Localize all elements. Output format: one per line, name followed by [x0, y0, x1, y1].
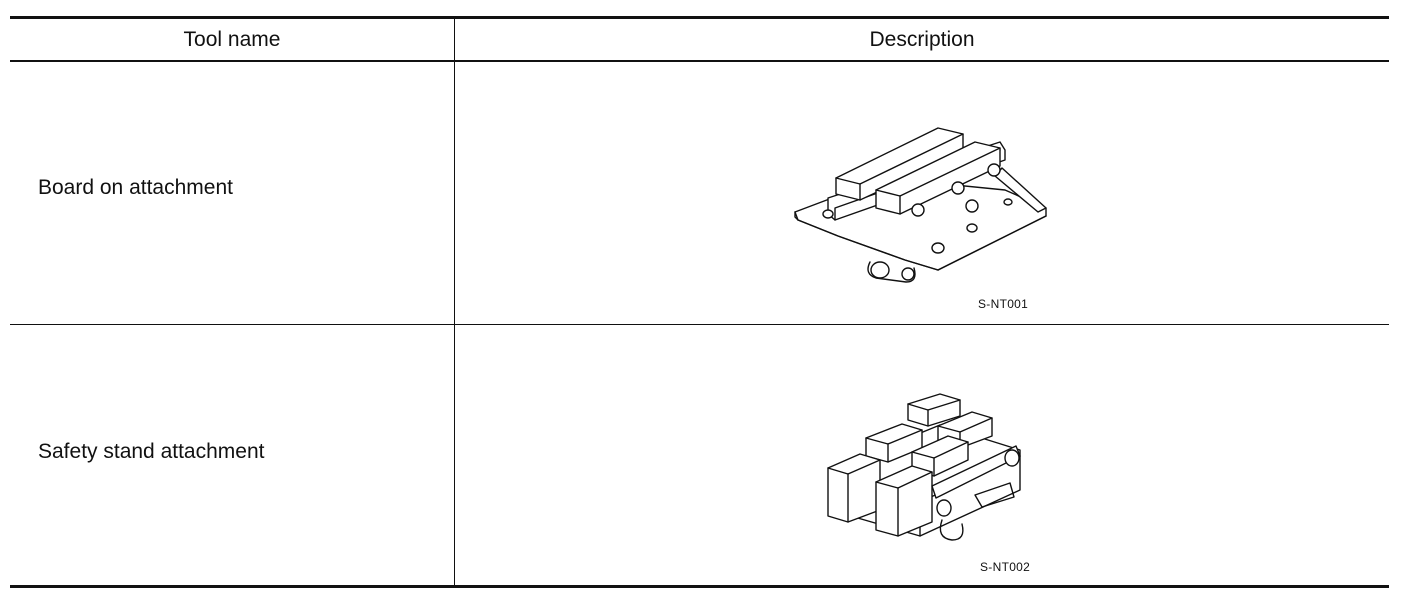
header-description: Description: [869, 27, 975, 51]
header-tool-name: Tool name: [183, 27, 281, 51]
table-bottom-rule: [10, 585, 1389, 588]
tool-name-safety-stand-attachment: Safety stand attachment: [38, 440, 265, 463]
board-on-attachment-illustration: [794, 127, 1047, 283]
tool-name-board-on-attachment: Board on attachment: [38, 176, 233, 199]
safety-stand-attachment-illustration: [827, 393, 1021, 541]
table-column-divider: [454, 19, 455, 585]
table-header-rule: [10, 60, 1389, 62]
figure-code-s-nt001: S-NT001: [978, 297, 1029, 311]
table-top-rule: [10, 16, 1389, 19]
table-row-divider: [10, 324, 1389, 325]
figure-code-s-nt002: S-NT002: [980, 560, 1031, 574]
